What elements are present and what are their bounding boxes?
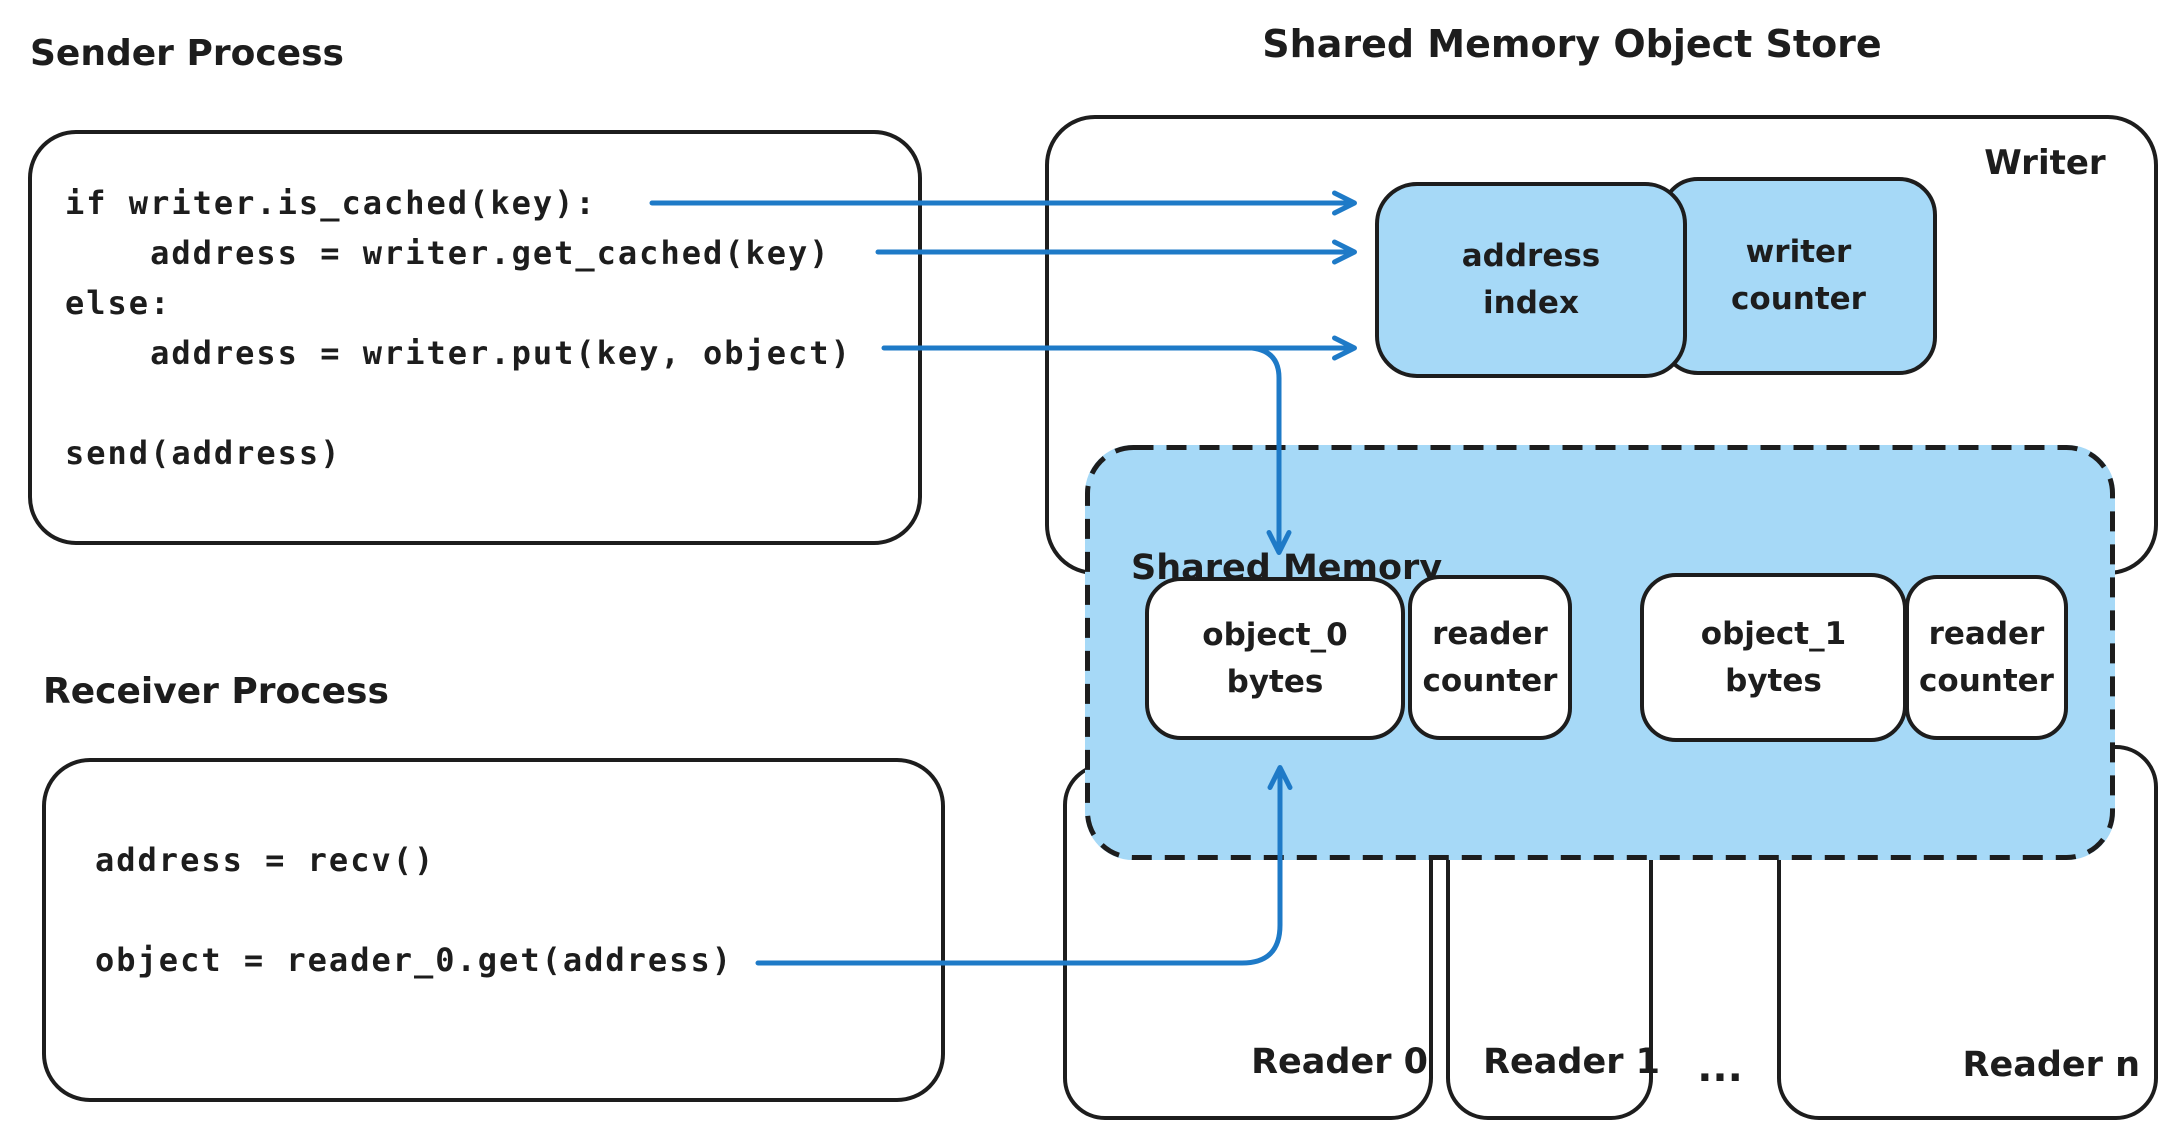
object-0-box: object_0 bytes — [1145, 577, 1405, 740]
address-index-label: address index — [1461, 238, 1601, 321]
receiver-code: address = recv() object = reader_0.get(a… — [95, 841, 733, 979]
sender-process-title: Sender Process — [30, 33, 344, 74]
writer-counter-label: writer counter — [1731, 234, 1866, 317]
reader-n-label: Reader n — [1962, 1045, 2140, 1085]
address-index-box: address index — [1375, 182, 1687, 378]
object-0-label: object_0 bytes — [1202, 616, 1348, 700]
readers-ellipsis: ... — [1697, 1045, 1743, 1091]
sender-code: if writer.is_cached(key): address = writ… — [65, 184, 852, 472]
reader-counter-0-label: reader counter — [1422, 615, 1558, 699]
reader-counter-0-box: reader counter — [1408, 575, 1572, 740]
writer-label: Writer — [1984, 143, 2106, 183]
object-1-box: object_1 bytes — [1640, 573, 1907, 742]
object-1-label: object_1 bytes — [1700, 615, 1847, 699]
receiver-process-title: Receiver Process — [43, 671, 389, 712]
reader-0-label: Reader 0 — [1251, 1042, 1428, 1082]
reader-counter-1-box: reader counter — [1905, 575, 2068, 740]
writer-counter-box: writer counter — [1660, 177, 1937, 375]
store-title: Shared Memory Object Store — [1262, 22, 1882, 66]
reader-counter-1-label: reader counter — [1919, 615, 2054, 699]
reader-1-label: Reader 1 — [1483, 1042, 1660, 1082]
sender-process-box — [28, 130, 922, 545]
